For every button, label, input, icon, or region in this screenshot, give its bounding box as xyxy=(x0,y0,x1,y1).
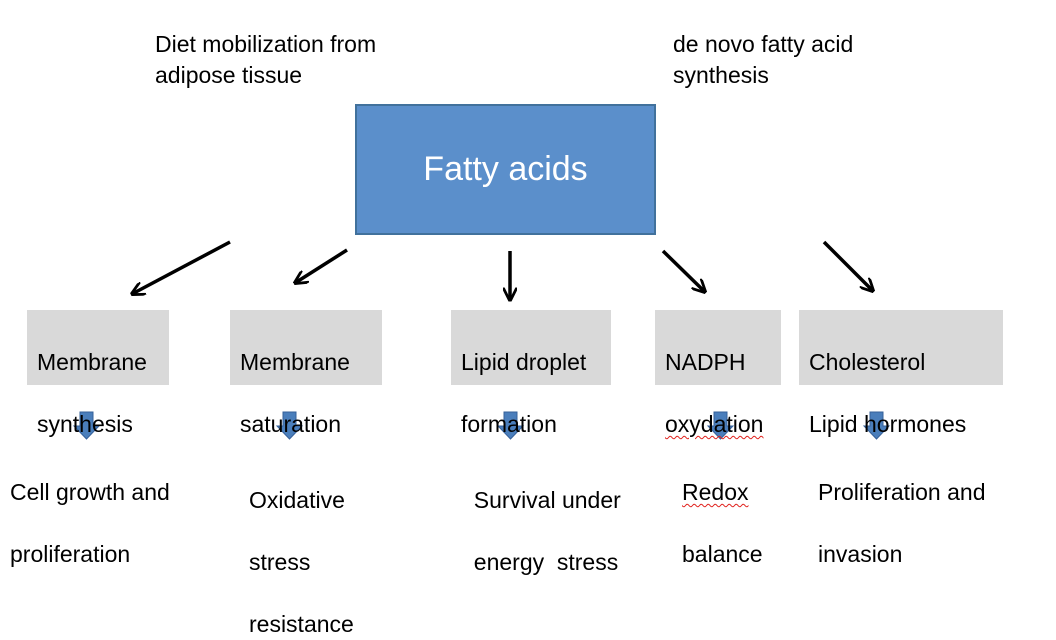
outcome-line: balance xyxy=(682,541,763,567)
process-line: synthesis xyxy=(37,411,133,437)
down-arrow-icon xyxy=(496,411,525,440)
connector-arrows xyxy=(72,240,891,440)
process-line: Lipid droplet xyxy=(461,349,587,375)
process-line: formation xyxy=(461,411,557,437)
down-arrow-icon xyxy=(862,411,891,440)
outcome-proliferation-invasion: Proliferation and invasion xyxy=(818,446,986,570)
arrow-to-membrane-synthesis xyxy=(132,240,231,294)
outcome-line: Proliferation and xyxy=(818,479,986,505)
outcome-line: stress xyxy=(249,549,311,575)
source-diet-mobilization: Diet mobilization from adipose tissue xyxy=(155,31,377,88)
process-nadph-oxydation: NADPH oxydation xyxy=(655,310,781,437)
process-line: saturation xyxy=(240,411,342,437)
process-membrane-synthesis: Membrane synthesis xyxy=(27,310,169,437)
process-line-misspelled: oxydation xyxy=(665,411,764,437)
outcome-survival: Survival under energy stress xyxy=(461,454,621,578)
process-line: Membrane xyxy=(37,349,147,375)
outcome-line: resistance xyxy=(249,611,354,637)
outcome-line: energy stress xyxy=(473,549,619,575)
outcome-line: Survival under xyxy=(473,487,621,513)
outcome-line: invasion xyxy=(818,541,903,567)
arrow-to-membrane-saturation xyxy=(295,248,348,283)
outcome-line: Cell growth and xyxy=(10,479,170,505)
process-line: Membrane xyxy=(240,349,350,375)
arrow-to-nadph xyxy=(661,249,705,292)
arrow-to-cholesterol xyxy=(822,240,873,291)
process-lipid-droplet-formation: Lipid droplet formation xyxy=(451,310,611,437)
process-line: Lipid hormones xyxy=(809,411,967,437)
source-de-novo-synthesis: de novo fatty acid synthesis xyxy=(673,31,854,88)
fatty-acids-node: Fatty acids xyxy=(355,104,656,235)
fatty-acids-label: Fatty acids xyxy=(423,150,588,188)
process-line: Cholesterol xyxy=(809,349,926,375)
outcome-line: proliferation xyxy=(10,541,131,567)
down-arrow-icon xyxy=(706,411,735,440)
outcome-redox-balance: Redox balance xyxy=(682,446,763,570)
outcome-cell-growth: Cell growth and proliferation xyxy=(10,446,170,570)
outcome-line: Oxidative xyxy=(249,487,345,513)
down-arrow-icon xyxy=(72,411,101,440)
down-arrow-icon xyxy=(275,411,304,440)
process-line: NADPH xyxy=(665,349,746,375)
outcome-line-misspelled: Redox xyxy=(682,479,749,505)
process-cholesterol-lipid-hormones: Cholesterol Lipid hormones xyxy=(799,310,1003,437)
outcome-oxidative-stress: Oxidative stress resistance xyxy=(249,454,354,640)
process-membrane-saturation: Membrane saturation xyxy=(230,310,382,437)
